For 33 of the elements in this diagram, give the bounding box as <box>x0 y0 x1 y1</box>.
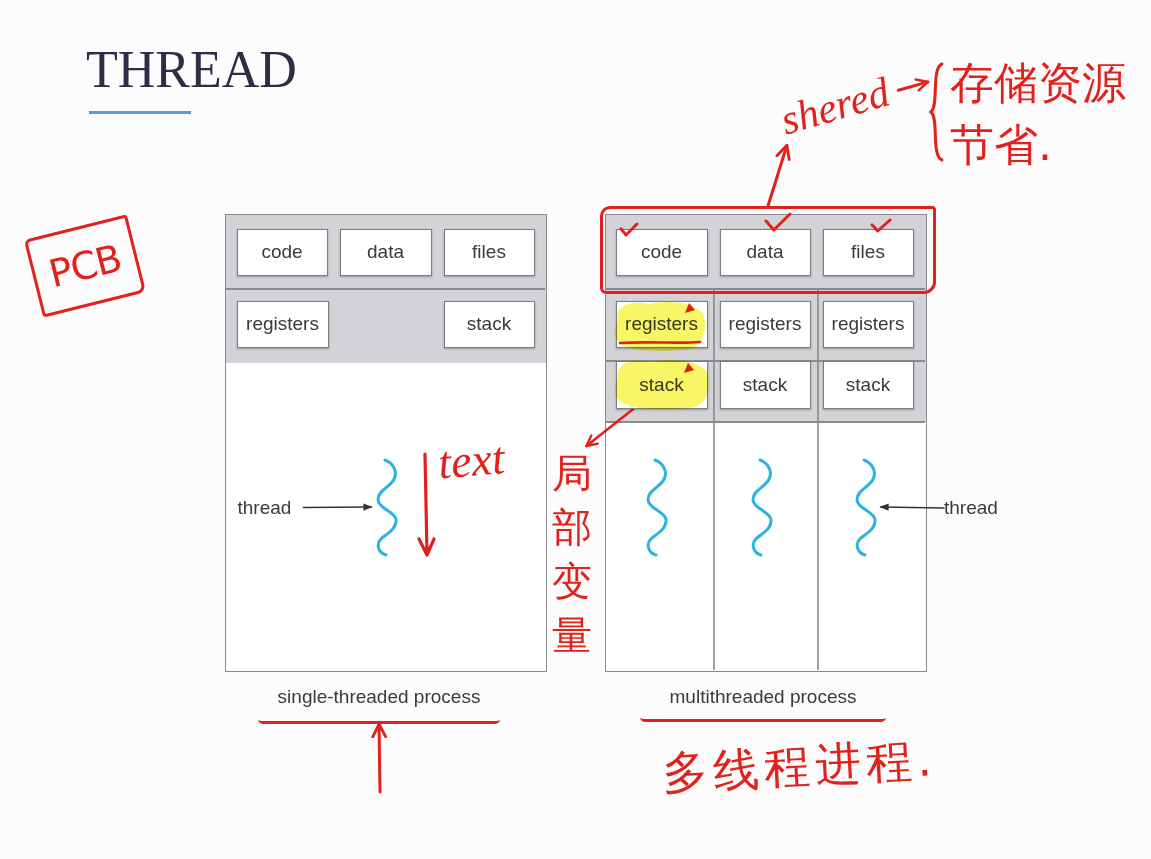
arrow <box>585 407 636 448</box>
handwritten-note: 多线程进程. <box>660 731 939 803</box>
segment-box: stack <box>615 360 708 409</box>
arrow <box>302 503 373 511</box>
segment-box: data <box>719 228 811 276</box>
segment-box: stack <box>443 300 535 348</box>
segment-box: registers <box>822 300 914 348</box>
caption: single-threaded process <box>258 686 500 724</box>
segment-box: registers <box>615 300 708 348</box>
thread-label: thread <box>237 494 304 521</box>
arrow <box>879 503 945 511</box>
arrow <box>371 722 388 794</box>
annotation-frame <box>600 206 936 294</box>
title: THREAD <box>86 40 297 100</box>
arrow <box>896 78 930 92</box>
handwritten-note: text <box>436 432 508 486</box>
handwritten-note: shered <box>771 66 899 146</box>
segment-box: code <box>236 228 328 276</box>
process-box <box>225 214 547 672</box>
arrow <box>766 143 791 208</box>
segment-box: data <box>339 228 432 276</box>
boxed-note: PCB <box>23 214 147 318</box>
segment-box: code <box>615 228 708 276</box>
segment-box: files <box>822 228 914 276</box>
thread-label: thread <box>944 495 1010 521</box>
caption: multithreaded process <box>640 686 886 722</box>
segment-box: stack <box>822 360 914 409</box>
handwritten-note: 局部变量 <box>548 446 596 664</box>
process-box <box>605 214 927 672</box>
segment-box: registers <box>719 300 811 348</box>
segment-box: files <box>443 228 535 276</box>
segment-box: registers <box>236 300 329 348</box>
segment-box: stack <box>719 360 811 409</box>
